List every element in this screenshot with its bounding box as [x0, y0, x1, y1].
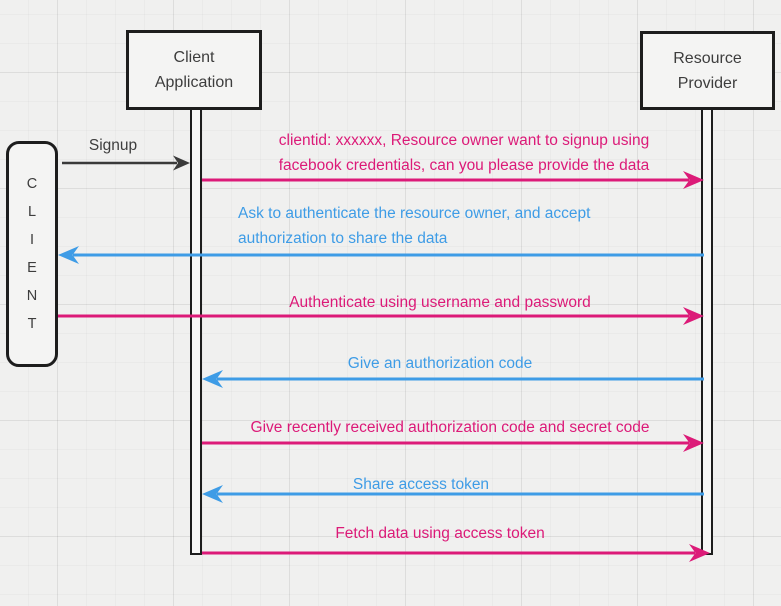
message-label-m4: Give an authorization code: [347, 355, 533, 372]
message-label-m6: Share access token: [352, 476, 490, 493]
client-letter: T: [27, 316, 37, 332]
client-letter: L: [27, 204, 37, 220]
client-letter: E: [27, 260, 37, 276]
client-letter: C: [26, 176, 38, 192]
actor-label-resource-provider: Resource Provider: [673, 49, 742, 92]
actor-box-client-application: Client Application: [126, 30, 262, 110]
message-label-m5: Give recently received authorization cod…: [250, 419, 650, 436]
actor-label-client-application: Client Application: [154, 49, 234, 91]
message-label-m7: Fetch data using access token: [335, 525, 545, 542]
message-label-signup: Signup: [88, 137, 138, 154]
lifeline-client-application: [190, 110, 202, 555]
message-arrow-m7: [202, 544, 710, 562]
message-label-m2: Ask to authenticate the resource owner, …: [238, 205, 591, 247]
actor-box-resource-provider: Resource Provider: [640, 31, 775, 110]
message-label-m3: Authenticate using username and password: [289, 294, 591, 311]
lifeline-resource-provider: [701, 110, 713, 555]
message-label-m1: clientid: xxxxxx, Resource owner want to…: [278, 132, 650, 174]
client-letter: N: [26, 288, 38, 304]
client-letter: I: [29, 232, 35, 248]
client-actor-box: C L I E N T: [6, 141, 58, 367]
